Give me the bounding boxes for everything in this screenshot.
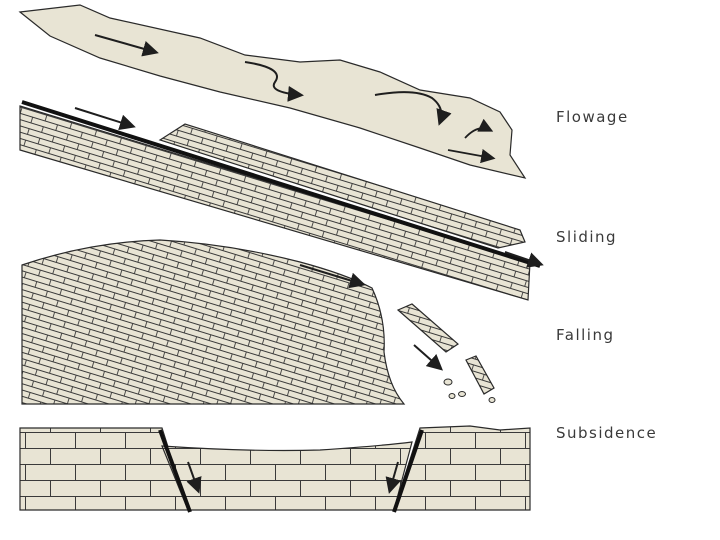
sliding-arrow-lower <box>504 251 544 268</box>
label-sliding: Sliding <box>556 228 618 246</box>
sliding-panel <box>19 100 544 301</box>
subsidence-right-block <box>393 425 531 511</box>
subsidence-arrow-right <box>385 461 401 494</box>
falling-rock-3 <box>443 378 453 386</box>
sliding-plane <box>21 100 541 268</box>
falling-rock-6 <box>488 397 496 403</box>
subsidence-fault-right <box>392 429 424 513</box>
flowage-panel <box>18 4 527 179</box>
falling-rock-5 <box>448 393 456 399</box>
label-falling: Falling <box>556 326 615 344</box>
falling-panel <box>21 239 496 405</box>
subsidence-panel <box>19 425 531 513</box>
flowage-arrow-3 <box>374 91 452 126</box>
subsidence-fault-left <box>158 429 192 513</box>
subsidence-center-block <box>161 441 413 511</box>
sliding-arrow-upper <box>74 107 136 131</box>
falling-rock-4 <box>458 391 466 397</box>
flowage-arrow-4 <box>464 118 494 139</box>
falling-cliff-mass <box>21 239 406 405</box>
falling-arrow-top <box>299 264 366 289</box>
falling-rock-1 <box>396 303 459 353</box>
flowage-arrow-1 <box>94 34 159 57</box>
label-subsidence: Subsidence <box>556 424 658 442</box>
flowage-arrow-5 <box>447 148 496 164</box>
falling-rock-2 <box>465 355 495 395</box>
subsidence-arrow-left <box>186 461 202 494</box>
label-flowage: Flowage <box>556 108 629 126</box>
falling-arrow-down <box>413 344 443 371</box>
flowage-arrow-2 <box>244 61 304 102</box>
sliding-block <box>158 123 526 249</box>
